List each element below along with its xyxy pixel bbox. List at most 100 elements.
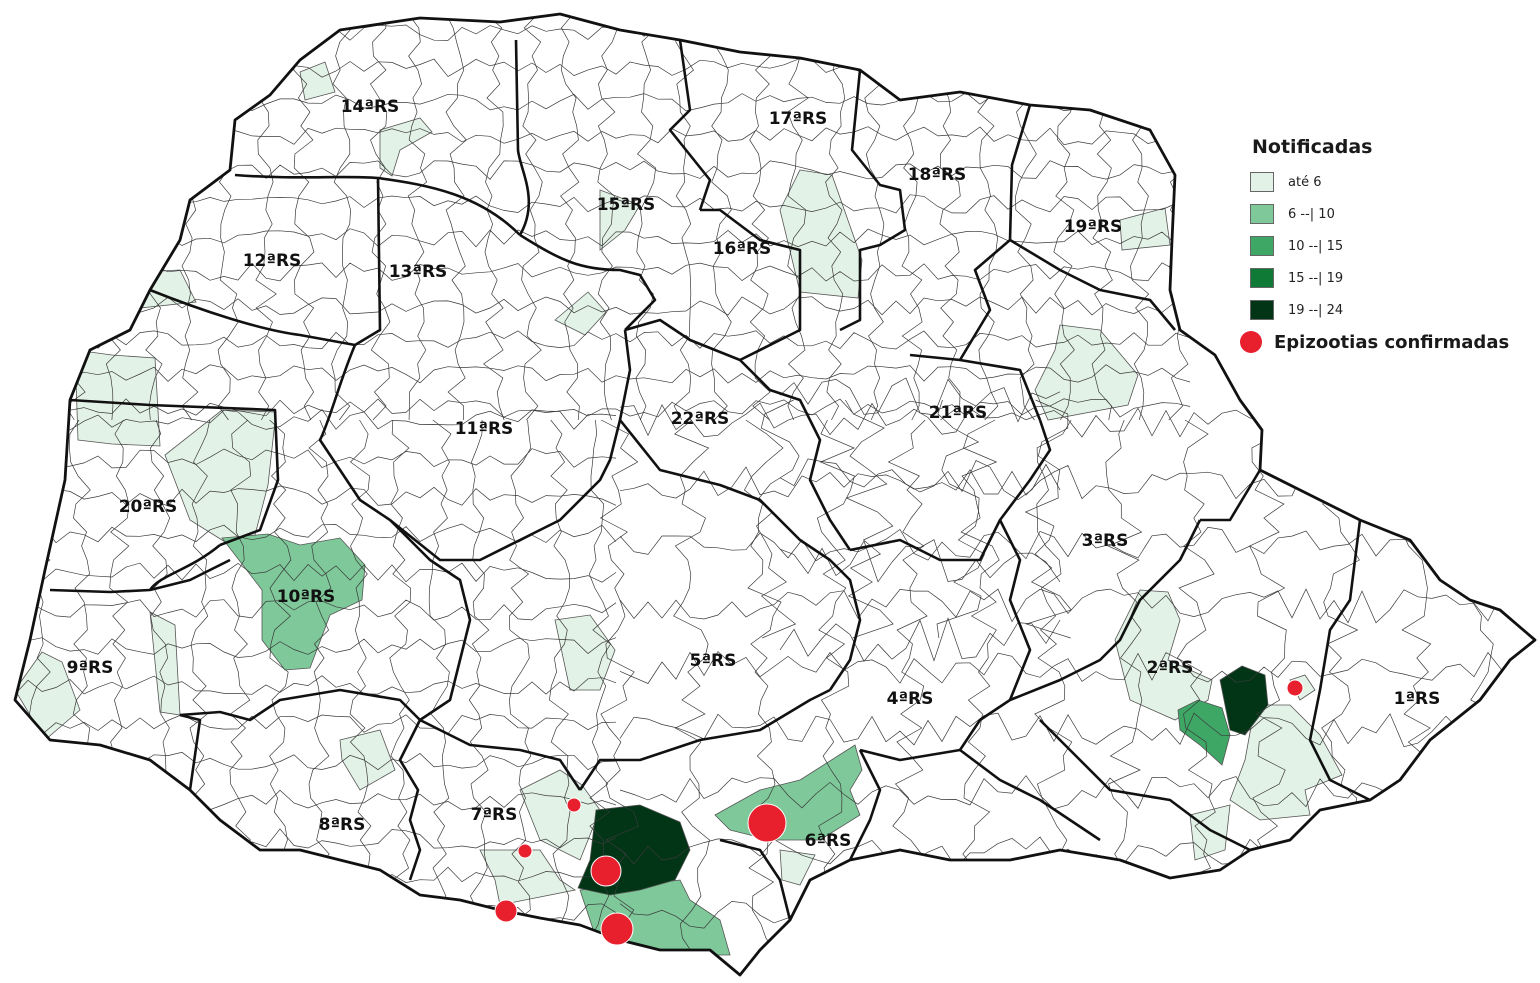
regional-border-line xyxy=(389,329,632,562)
regional-border-line xyxy=(519,233,657,331)
legend-swatch xyxy=(1250,204,1274,224)
municipality-shaded xyxy=(1189,804,1231,861)
regional-borders xyxy=(49,39,1371,921)
municipality-shaded xyxy=(1229,704,1343,821)
legend: Notificadas até 6 6 --| 10 10 --| 15 15 --|… xyxy=(1240,136,1538,358)
regional-border-line xyxy=(578,688,831,791)
regional-border-line xyxy=(419,718,582,791)
regional-label: 2ªRS xyxy=(1147,658,1194,678)
regional-label: 13ªRS xyxy=(389,262,448,282)
regional-border-line xyxy=(1009,519,1202,702)
municipality-shaded xyxy=(554,291,607,336)
state-outline xyxy=(13,12,1537,977)
legend-class-label: 15 --| 19 xyxy=(1288,270,1344,286)
legend-class-label: 10 --| 15 xyxy=(1288,238,1344,254)
regional-border-line xyxy=(389,519,472,722)
legend-class-2: 6 --| 10 xyxy=(1250,198,1538,230)
regional-border-line xyxy=(958,519,1032,751)
municipality-shaded xyxy=(599,189,641,251)
regional-border-line xyxy=(149,288,356,347)
regional-label: 3ªRS xyxy=(1082,531,1129,551)
regional-border-line xyxy=(1039,719,1251,852)
epizootia-marker xyxy=(590,855,622,887)
municipality-shaded xyxy=(379,117,433,177)
epizootia-symbol-icon xyxy=(1240,331,1262,353)
regional-label: 4ªRS xyxy=(887,689,934,709)
regional-label: 21ªRS xyxy=(929,403,988,423)
municipality-shaded xyxy=(299,61,336,101)
regional-label: 14ªRS xyxy=(341,97,400,117)
municipality-shaded xyxy=(1177,699,1231,766)
epizootia-marker xyxy=(1286,679,1304,697)
regional-border-line xyxy=(668,39,712,211)
regional-border-line xyxy=(719,838,792,921)
legend-epizootia: Epizootias confirmadas xyxy=(1240,326,1538,358)
legend-class-1: até 6 xyxy=(1250,166,1538,198)
epizootia-marker xyxy=(600,912,634,946)
municipality-shaded xyxy=(554,614,616,691)
epizootia-marker xyxy=(494,899,518,923)
municipality-shaded xyxy=(1219,665,1269,736)
regional-border-line xyxy=(1200,469,1262,522)
regional-border-line xyxy=(624,208,802,362)
regional-label: 12ªRS xyxy=(243,251,302,271)
regional-label: 15ªRS xyxy=(597,195,656,215)
regional-label: 8ªRS xyxy=(319,815,366,835)
legend-class-4: 15 --| 19 xyxy=(1250,262,1538,294)
regional-label: 5ªRS xyxy=(690,651,737,671)
regional-border-line xyxy=(839,69,907,332)
municipality-shaded xyxy=(479,849,577,906)
regional-border-line xyxy=(234,173,382,347)
legend-classes: até 6 6 --| 10 10 --| 15 15 --| 19 19 --| 24 xyxy=(1242,166,1538,326)
regional-label: 16ªRS xyxy=(713,239,772,259)
municipality-shaded xyxy=(779,849,816,886)
regional-label: 19ªRS xyxy=(1064,217,1123,237)
regional-border-line xyxy=(959,358,1042,421)
epizootia-marker xyxy=(747,803,787,843)
regional-border-line xyxy=(849,419,1052,562)
regional-border-line xyxy=(618,419,862,691)
regional-border-line xyxy=(859,748,961,762)
regional-label: 22ªRS xyxy=(671,409,730,429)
municipality-shaded xyxy=(221,533,366,671)
regional-border-line xyxy=(739,359,852,551)
regional-label: 9ªRS xyxy=(67,658,114,678)
regional-label: 1ªRS xyxy=(1394,689,1441,709)
regional-border-line xyxy=(514,39,531,236)
regional-border-line xyxy=(148,544,221,591)
legend-swatch xyxy=(1250,268,1274,288)
regional-border-line xyxy=(318,344,391,522)
regional-label: 7ªRS xyxy=(471,805,518,825)
regional-label: 6ªRS xyxy=(805,831,852,851)
epizootia-marker xyxy=(517,843,533,859)
regional-border-line xyxy=(398,719,422,881)
regional-border-line xyxy=(1308,519,1371,802)
legend-class-label: 6 --| 10 xyxy=(1288,206,1335,222)
regional-border-line xyxy=(959,748,1101,842)
regional-border-line xyxy=(1009,238,1176,331)
legend-class-3: 10 --| 15 xyxy=(1250,230,1538,262)
legend-class-5: 19 --| 24 xyxy=(1250,294,1538,326)
epizootia-markers xyxy=(494,679,1304,946)
municipality-shaded xyxy=(74,349,161,447)
epizootia-marker xyxy=(566,797,582,813)
legend-class-label: até 6 xyxy=(1288,174,1322,190)
regional-border-line xyxy=(848,749,882,861)
regional-label: 10ªRS xyxy=(277,587,336,607)
legend-title: Notificadas xyxy=(1252,136,1373,158)
regional-label: 20ªRS xyxy=(119,497,178,517)
municipality-shaded xyxy=(1119,207,1171,251)
municipality-shaded xyxy=(1034,324,1139,421)
regional-label: 17ªRS xyxy=(769,109,828,129)
regional-border-line xyxy=(377,176,521,236)
legend-swatch xyxy=(1250,236,1274,256)
regional-label: 18ªRS xyxy=(908,165,967,185)
regional-label: 11ªRS xyxy=(455,419,514,439)
regional-border-line xyxy=(69,398,280,547)
legend-swatch xyxy=(1250,172,1274,192)
legend-epizootia-label: Epizootias confirmadas xyxy=(1274,331,1510,353)
legend-swatch xyxy=(1250,300,1274,320)
state-boundary xyxy=(13,12,1537,977)
